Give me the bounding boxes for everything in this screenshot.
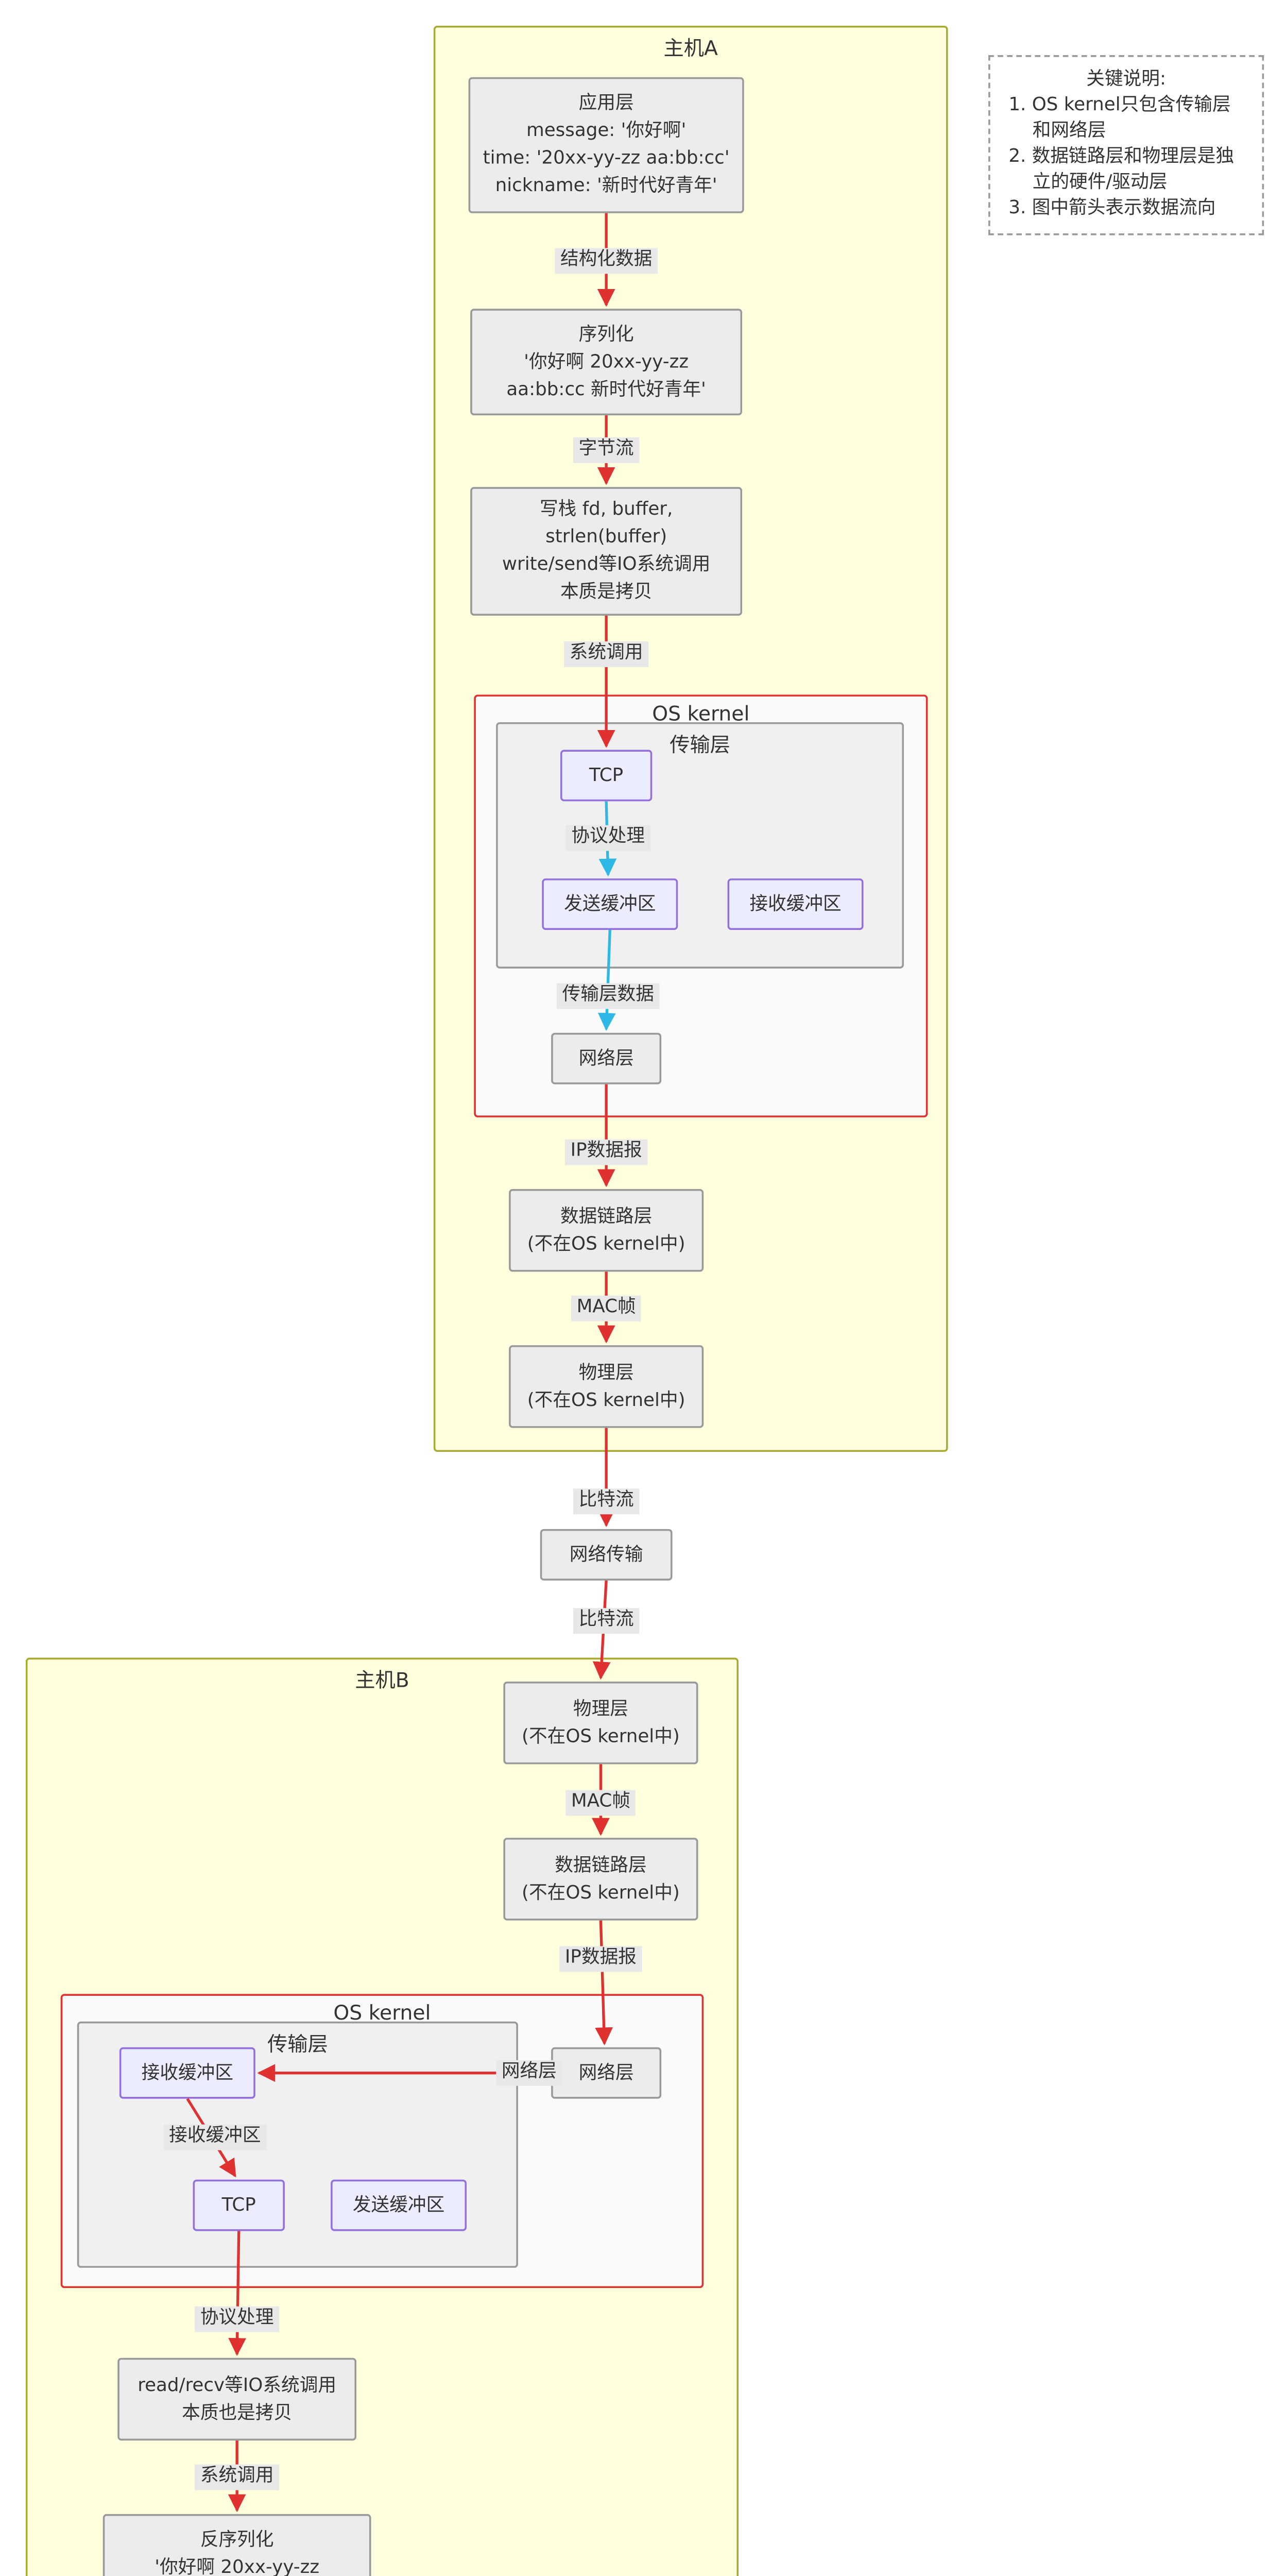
edge-label-recvbuf-b: 接收缓冲区 [163, 2124, 267, 2149]
node-line: 数据链路层 [555, 1855, 647, 1876]
node-line: nickname: '新时代好青年' [495, 176, 717, 197]
host-a-title: 主机A [663, 37, 718, 61]
node-physical-layer-a: 物理层 (不在OS kernel中) [509, 1345, 704, 1428]
node-line: 本质是拷贝 [560, 582, 653, 603]
node-tcp-a: TCP [560, 750, 653, 802]
node-line: 物理层 [578, 1363, 634, 1383]
transport-layer-a-title: 传输层 [670, 733, 730, 757]
node-datalink-layer-b: 数据链路层 (不在OS kernel中) [503, 1838, 698, 1921]
edge-label-structured-data: 结构化数据 [555, 248, 658, 273]
node-datalink-layer-a: 数据链路层 (不在OS kernel中) [509, 1189, 704, 1272]
transport-layer-b-title: 传输层 [267, 2032, 328, 2057]
node-line: (不在OS kernel中) [522, 1883, 680, 1903]
node-send-buffer-b: 发送缓冲区 [331, 2179, 467, 2231]
node-write-syscall-a: 写栈 fd, buffer, strlen(buffer) write/send… [470, 487, 743, 616]
node-network-layer-b: 网络层 [551, 2047, 662, 2099]
key-note-3: 3. 图中箭头表示数据流向 [1008, 198, 1216, 219]
os-kernel-a-title: OS kernel [652, 702, 750, 726]
node-line: TCP [589, 765, 624, 786]
node-line: 本质也是拷贝 [182, 2402, 293, 2424]
node-line: 应用层 [578, 93, 634, 114]
os-kernel-b-title: OS kernel [333, 2001, 431, 2025]
edge-label-mac-b: MAC帧 [565, 1790, 636, 1815]
node-line: TCP [221, 2195, 256, 2216]
node-line: (不在OS kernel中) [527, 1234, 685, 1255]
node-line: 序列化 [578, 324, 634, 345]
node-line: 发送缓冲区 [352, 2195, 445, 2216]
node-line: read/recv等IO系统调用 [138, 2375, 337, 2396]
key-note-2: 2. 数据链路层和物理层是独立的硬件/驱动层 [1008, 147, 1234, 193]
edge-label-bits-top: 比特流 [573, 1488, 640, 1514]
edge-label-ip-b: IP数据报 [559, 1946, 642, 1971]
node-line: 写栈 fd, buffer, [539, 500, 673, 520]
node-network-layer-a: 网络层 [551, 1032, 662, 1084]
edge-label-protocol-b: 协议处理 [195, 2306, 280, 2331]
node-line: 接收缓冲区 [141, 2063, 234, 2083]
node-line: (不在OS kernel中) [527, 1390, 685, 1411]
node-line: 网络传输 [569, 1545, 643, 1565]
node-read-syscall-b: read/recv等IO系统调用 本质也是拷贝 [117, 2358, 357, 2441]
node-deserialize-b: 反序列化 '你好啊 20xx-yy-zz aa:bb:cc 新时代好青年' [102, 2514, 371, 2576]
node-physical-layer-b: 物理层 (不在OS kernel中) [503, 1681, 698, 1765]
edge-label-transport-data: 传输层数据 [556, 983, 660, 1008]
node-line: 网络层 [578, 1048, 634, 1069]
node-line: 网络层 [578, 2063, 634, 2083]
node-line: write/send等IO系统调用 [502, 555, 711, 575]
node-send-buffer-a: 发送缓冲区 [542, 878, 678, 930]
key-note-1: 1. OS kernel只包含传输层和网络层 [1008, 95, 1231, 142]
node-line: time: '20xx-yy-zz aa:bb:cc' [483, 148, 730, 170]
node-line: aa:bb:cc 新时代好青年' [506, 379, 706, 400]
node-line: strlen(buffer) [545, 527, 667, 548]
node-app-layer-a: 应用层 message: '你好啊' time: '20xx-yy-zz aa:… [468, 77, 744, 213]
edge-label-protocol-a: 协议处理 [565, 825, 650, 850]
node-serialize-a: 序列化 '你好啊 20xx-yy-zz aa:bb:cc 新时代好青年' [470, 309, 743, 416]
node-line: '你好啊 20xx-yy-zz [524, 352, 689, 372]
transport-layer-a-group: 传输层 [496, 722, 904, 969]
node-recv-buffer-a: 接收缓冲区 [727, 878, 864, 930]
edge-label-syscall-a: 系统调用 [564, 641, 649, 667]
edge-label-mac-a: MAC帧 [571, 1295, 642, 1320]
node-line: 物理层 [573, 1699, 628, 1720]
edge-label-syscall-b: 系统调用 [195, 2464, 280, 2489]
node-network-transfer: 网络传输 [540, 1529, 673, 1581]
node-line: 反序列化 [200, 2530, 274, 2550]
node-line: '你好啊 20xx-yy-zz [155, 2557, 320, 2576]
edge-label-ip-a: IP数据报 [564, 1139, 648, 1164]
edge-label-bits-bottom: 比特流 [573, 1608, 640, 1633]
node-line: 数据链路层 [560, 1206, 653, 1227]
node-line: 接收缓冲区 [749, 894, 842, 914]
node-line: 发送缓冲区 [564, 894, 656, 914]
host-b-title: 主机B [355, 1668, 409, 1693]
node-line: (不在OS kernel中) [522, 1726, 680, 1747]
key-notes-panel: 关键说明: 1. OS kernel只包含传输层和网络层 2. 数据链路层和物理… [988, 55, 1264, 235]
edge-label-bytestream-a: 字节流 [573, 437, 640, 463]
node-recv-buffer-b: 接收缓冲区 [119, 2047, 255, 2099]
edge-label-network-b: 网络层 [496, 2060, 562, 2085]
key-notes-title: 关键说明: [1086, 70, 1166, 90]
node-tcp-b: TCP [193, 2179, 285, 2231]
node-line: message: '你好啊' [526, 121, 687, 142]
